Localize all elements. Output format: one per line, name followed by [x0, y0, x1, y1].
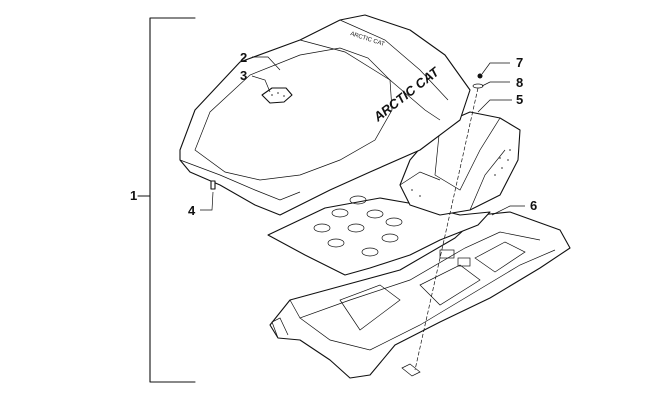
assembly-bracket	[137, 17, 196, 383]
callout-5: 5	[516, 92, 523, 107]
callout-1: 1	[130, 188, 137, 203]
seat-emblem	[261, 87, 293, 104]
callout-7: 7	[516, 55, 523, 70]
callout-4: 4	[188, 203, 196, 218]
leader-lines	[200, 56, 525, 216]
seat-pin	[210, 180, 216, 190]
seat-cover: ARCTIC CAT ARCTIC CAT	[179, 14, 471, 216]
callout-2: 2	[240, 50, 247, 65]
rivet-washer	[414, 73, 484, 371]
seat-base-tray	[269, 211, 571, 379]
callout-3: 3	[240, 68, 247, 83]
callout-6: 6	[530, 198, 537, 213]
seat-deck-panel	[267, 195, 491, 276]
callout-8: 8	[516, 75, 523, 90]
